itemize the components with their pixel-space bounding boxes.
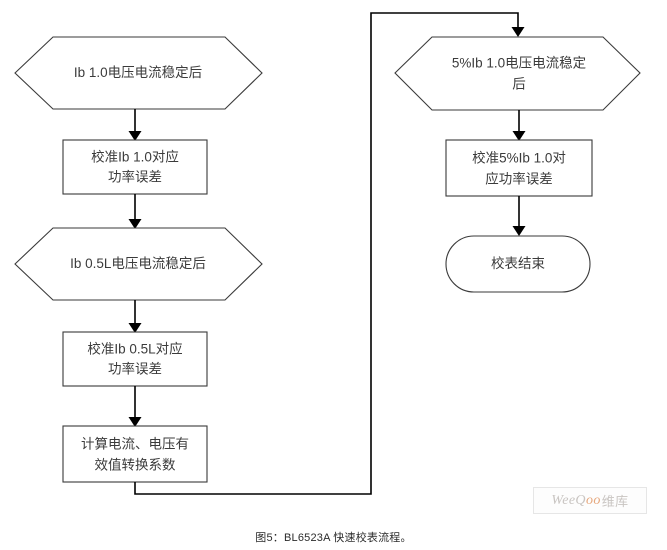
- hexagon-shape: [14, 36, 263, 110]
- flow-node-n5[interactable]: 计算电流、电压有 效值转换系数: [62, 425, 208, 483]
- flow-node-n2-label-line2: 功率误差: [108, 169, 162, 185]
- flow-node-n6-label-line1: 5%Ib 1.0电压电流稳定: [452, 56, 586, 71]
- arrow-head-icon: [128, 417, 142, 427]
- flow-node-n1-label: Ib 1.0电压电流稳定后: [74, 65, 202, 80]
- rectangle-shape: [445, 139, 593, 197]
- flow-node-n8-label: 校表结束: [491, 255, 545, 271]
- rectangle-shape: [62, 139, 208, 195]
- flow-edge-n4-n5: [128, 386, 142, 427]
- flow-edge-n6-n7: [512, 110, 526, 141]
- flow-node-n3-label: Ib 0.5L电压电流稳定后: [70, 256, 206, 271]
- arrow-head-icon: [128, 131, 142, 141]
- flow-edge-n1-n2: [128, 109, 142, 141]
- terminator-shape: [445, 235, 591, 293]
- flow-node-n2-label-line1: 校准Ib 1.0对应: [91, 149, 179, 165]
- flow-node-n3[interactable]: Ib 0.5L电压电流稳定后: [14, 227, 263, 301]
- rectangle-shape: [62, 331, 208, 387]
- arrow-head-icon: [128, 323, 142, 333]
- flow-node-n6-label-line2: 后: [512, 77, 526, 92]
- flow-node-n4[interactable]: 校准Ib 0.5L对应 功率误差: [62, 331, 208, 387]
- flow-edge-n5-n6: [134, 12, 525, 495]
- flow-node-n5-label-line1: 计算电流、电压有: [81, 437, 189, 452]
- flow-edge-n7-n8: [512, 196, 526, 236]
- watermark-suffix: 维库: [601, 494, 629, 509]
- flow-node-n1[interactable]: Ib 1.0电压电流稳定后: [14, 36, 263, 110]
- figure-caption: 图5：BL6523A 快速校表流程。: [255, 532, 412, 544]
- watermark-accent: oo: [585, 492, 601, 508]
- flow-node-n4-label-line1: 校准Ib 0.5L对应: [87, 341, 182, 357]
- arrow-head-icon: [512, 226, 526, 236]
- flow-edge-n3-n4: [128, 300, 142, 333]
- flow-node-n7-label-line1: 校准5%Ib 1.0对: [472, 150, 566, 166]
- flow-node-n4-label-line2: 功率误差: [108, 361, 162, 377]
- flow-node-n8[interactable]: 校表结束: [445, 235, 591, 293]
- hexagon-shape: [14, 227, 263, 301]
- watermark-prefix: WeeQ: [551, 492, 586, 508]
- flow-node-n6[interactable]: 5%Ib 1.0电压电流稳定 后: [394, 36, 641, 111]
- arrow-head-icon: [511, 27, 525, 37]
- flow-node-n2[interactable]: 校准Ib 1.0对应 功率误差: [62, 139, 208, 195]
- flow-node-n5-label-line2: 效值转换系数: [95, 458, 176, 473]
- hexagon-shape: [394, 36, 641, 111]
- arrow-head-icon: [512, 131, 526, 141]
- flow-node-n7-label-line2: 应功率误差: [485, 171, 553, 187]
- flow-edge-n2-n3: [128, 194, 142, 229]
- flow-node-n7[interactable]: 校准5%Ib 1.0对 应功率误差: [445, 139, 593, 197]
- arrow-head-icon: [128, 219, 142, 229]
- rectangle-shape: [62, 425, 208, 483]
